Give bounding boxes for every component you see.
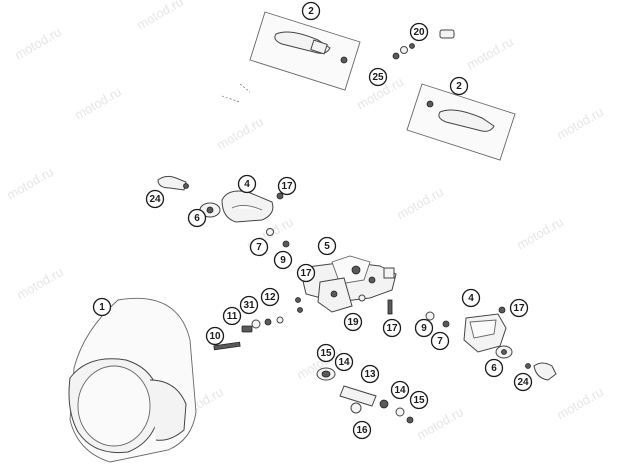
callout-circle xyxy=(334,352,354,372)
small-parts-11-12-31 xyxy=(241,316,284,333)
callout-number: 13 xyxy=(364,369,376,380)
adjuster-parts-13-16 xyxy=(316,367,414,424)
callout-number: 31 xyxy=(243,300,255,311)
screw-17-right xyxy=(498,306,506,314)
watermark-text: motod.ru xyxy=(464,34,516,73)
bracket-6-left xyxy=(199,202,221,218)
watermark-text: motod.ru xyxy=(4,164,56,203)
callout-number: 5 xyxy=(324,241,330,252)
callout-number: 20 xyxy=(413,27,425,38)
callout-circle xyxy=(277,176,297,196)
screw-17-upper xyxy=(276,192,284,200)
callout-circle xyxy=(409,22,429,42)
callout-circle xyxy=(461,288,481,308)
watermark-text: motod.ru xyxy=(134,0,186,33)
callout-number: 6 xyxy=(491,363,497,374)
watermark-text: motod.ru xyxy=(554,384,606,423)
handguard-upper xyxy=(249,11,361,91)
callout-circle xyxy=(414,318,434,338)
callout-circle xyxy=(382,318,402,338)
watermark-text: motod.ru xyxy=(414,404,466,443)
callout-number: 17 xyxy=(300,268,312,279)
callout-number: 6 xyxy=(194,213,200,224)
fairing-piece-4-upper xyxy=(221,190,274,223)
callout-number: 7 xyxy=(437,336,443,347)
callout-circle xyxy=(449,76,469,96)
callout-number: 16 xyxy=(356,425,368,436)
callout-number: 15 xyxy=(413,395,425,406)
watermark-text: motod.ru xyxy=(394,184,446,223)
watermark-text: motod.ru xyxy=(14,264,66,303)
callout-number: 2 xyxy=(456,81,462,92)
bracket-6-right xyxy=(495,345,513,359)
callout-number: 11 xyxy=(227,311,238,322)
callout-circle xyxy=(187,208,207,228)
callout-circle xyxy=(260,287,280,307)
callout-number: 1 xyxy=(99,302,105,313)
callout-circle xyxy=(484,358,504,378)
callout-circle xyxy=(296,263,316,283)
watermark-text: motod.ru xyxy=(12,24,64,63)
callout-number: 24 xyxy=(517,377,529,388)
callout-circle xyxy=(249,237,269,257)
callout-number: 17 xyxy=(386,323,398,334)
callout-number: 17 xyxy=(281,181,293,192)
callout-number: 10 xyxy=(209,331,221,342)
callout-number: 25 xyxy=(372,72,384,83)
callout-circle xyxy=(390,380,410,400)
callout-number: 15 xyxy=(320,348,332,359)
grommets-9-7-right xyxy=(425,311,450,328)
headlight-mask-1 xyxy=(68,297,197,463)
callout-circle xyxy=(205,326,225,346)
turn-signal-right xyxy=(525,362,557,381)
callout-circle xyxy=(237,174,257,194)
callout-circle xyxy=(409,390,429,410)
callout-circle xyxy=(368,67,388,87)
headlight-bracket-5 xyxy=(299,255,397,313)
callout-number: 12 xyxy=(264,292,276,303)
callout-circle xyxy=(509,298,529,318)
callout-circle xyxy=(317,236,337,256)
callout-number: 14 xyxy=(394,385,406,396)
callout-number: 9 xyxy=(280,255,286,266)
handguard-lower xyxy=(406,83,516,161)
watermark-text: motod.ru xyxy=(72,84,124,123)
fairing-piece-4-right xyxy=(463,313,507,353)
callout-circle xyxy=(430,331,450,351)
turn-signal-left xyxy=(157,175,189,191)
screws-17-cluster xyxy=(295,294,393,315)
callout-circle xyxy=(513,372,533,392)
watermark-text: motod.ru xyxy=(554,104,606,143)
bolt-10 xyxy=(213,341,241,351)
callout-number: 9 xyxy=(421,323,427,334)
callout-circle xyxy=(145,189,165,209)
callout-number: 4 xyxy=(468,293,474,304)
callout-number: 4 xyxy=(244,179,250,190)
bolt-set-top xyxy=(221,29,455,103)
callout-circle xyxy=(222,306,242,326)
callout-circle xyxy=(273,250,293,270)
callout-number: 2 xyxy=(308,6,314,17)
watermark-text: motod.ru xyxy=(214,114,266,153)
callout-circle xyxy=(343,312,363,332)
callout-number: 24 xyxy=(149,194,161,205)
callout-circle xyxy=(92,297,112,317)
callout-circle xyxy=(239,295,259,315)
callout-number: 7 xyxy=(256,242,262,253)
callout-circle xyxy=(360,364,380,384)
callout-circle xyxy=(301,1,321,21)
callout-number: 14 xyxy=(338,357,350,368)
callout-circle xyxy=(316,343,336,363)
callout-number: 17 xyxy=(513,303,525,314)
callout-number: 19 xyxy=(347,317,359,328)
callout-circle xyxy=(352,420,372,440)
grommets-7-9-left xyxy=(266,228,290,248)
watermark-text: motod.ru xyxy=(514,214,566,253)
